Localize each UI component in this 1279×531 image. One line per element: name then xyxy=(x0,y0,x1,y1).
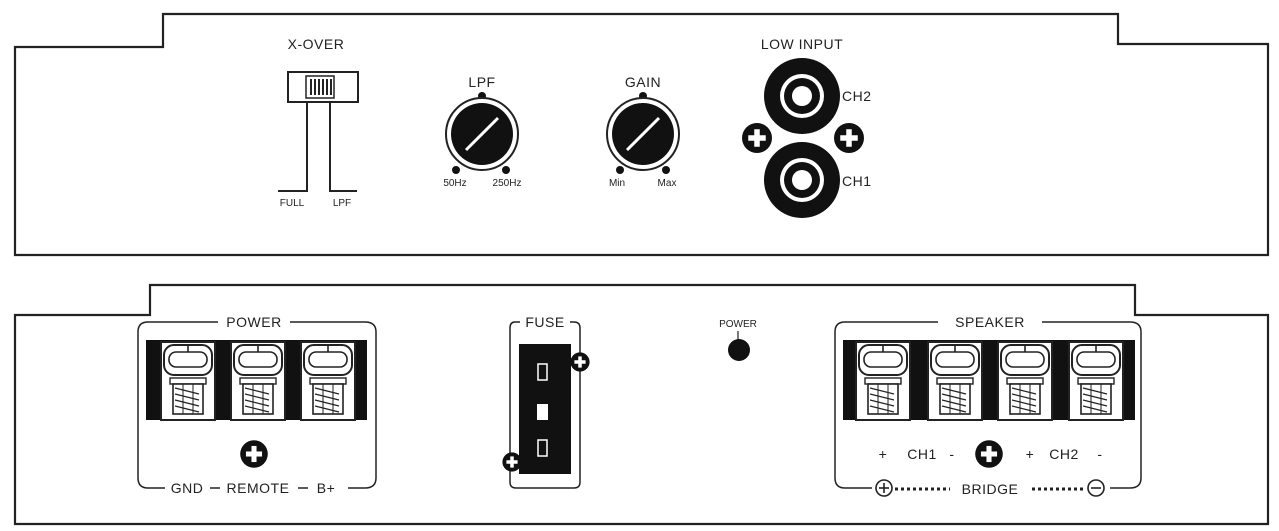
bridge-minus-icon xyxy=(1087,479,1105,497)
xover-switch[interactable]: X-OVER FULL LPF xyxy=(278,36,359,209)
speaker-block-title: SPEAKER xyxy=(955,314,1025,330)
input-plus-left-icon xyxy=(742,123,772,153)
fuse-plus-bottom-icon xyxy=(502,452,522,472)
low-input-title: LOW INPUT xyxy=(761,36,843,52)
lpf-min-label: 50Hz xyxy=(443,178,466,189)
ch2-speaker-label: CH2 xyxy=(1049,446,1079,462)
ch1-speaker-label: CH1 xyxy=(907,446,937,462)
ch1-minus-label: - xyxy=(949,446,954,462)
low-input-jacks[interactable]: LOW INPUT CH2 CH1 xyxy=(742,36,872,218)
power-block-title: POWER xyxy=(226,314,281,330)
speaker-ch2-minus-terminal[interactable] xyxy=(1068,341,1124,421)
lpf-knob[interactable]: LPF 50Hz 250Hz xyxy=(443,74,521,189)
xover-lpf-label: LPF xyxy=(333,198,351,209)
rca-jack-ch1[interactable] xyxy=(764,142,840,218)
speaker-terminal-block: SPEAKER + CH1 - + CH2 - BRIDGE xyxy=(834,314,1142,497)
gain-title: GAIN xyxy=(625,74,661,90)
fuse-holder[interactable]: FUSE xyxy=(502,314,590,489)
bridge-label: BRIDGE xyxy=(962,481,1019,497)
fuse-title: FUSE xyxy=(525,314,564,330)
speaker-plus-icon xyxy=(975,440,1003,468)
xover-full-label: FULL xyxy=(280,198,305,209)
speaker-ch1-minus-terminal[interactable] xyxy=(927,341,983,421)
ch1-label: CH1 xyxy=(842,173,872,189)
remote-terminal[interactable] xyxy=(230,341,286,421)
power-led: POWER xyxy=(719,319,757,361)
ch2-minus-label: - xyxy=(1097,446,1102,462)
ch2-label: CH2 xyxy=(842,88,872,104)
lpf-max-label: 250Hz xyxy=(493,178,522,189)
speaker-ch2-plus-terminal[interactable] xyxy=(997,341,1053,421)
lpf-title: LPF xyxy=(468,74,495,90)
gain-max-label: Max xyxy=(658,178,677,189)
bridge-plus-icon xyxy=(875,479,893,497)
bplus-terminal[interactable] xyxy=(300,341,356,421)
ch2-plus-label: + xyxy=(1026,446,1035,462)
power-terminal-block: POWER GND REMOTE B+ xyxy=(137,314,377,496)
ch1-plus-label: + xyxy=(879,446,888,462)
xover-title: X-OVER xyxy=(288,36,345,52)
gnd-terminal[interactable] xyxy=(160,341,216,421)
power-led-icon xyxy=(728,339,750,361)
remote-label: REMOTE xyxy=(227,480,290,496)
rca-jack-ch2[interactable] xyxy=(764,58,840,134)
gain-min-label: Min xyxy=(609,178,625,189)
input-plus-right-icon xyxy=(834,123,864,153)
bplus-label: B+ xyxy=(317,480,336,496)
gnd-label: GND xyxy=(171,480,204,496)
gain-knob[interactable]: GAIN Min Max xyxy=(606,74,680,189)
fuse-plus-top-icon xyxy=(570,352,590,372)
speaker-ch1-plus-terminal[interactable] xyxy=(855,341,911,421)
power-plus-icon xyxy=(240,440,268,468)
power-led-label: POWER xyxy=(719,319,757,330)
